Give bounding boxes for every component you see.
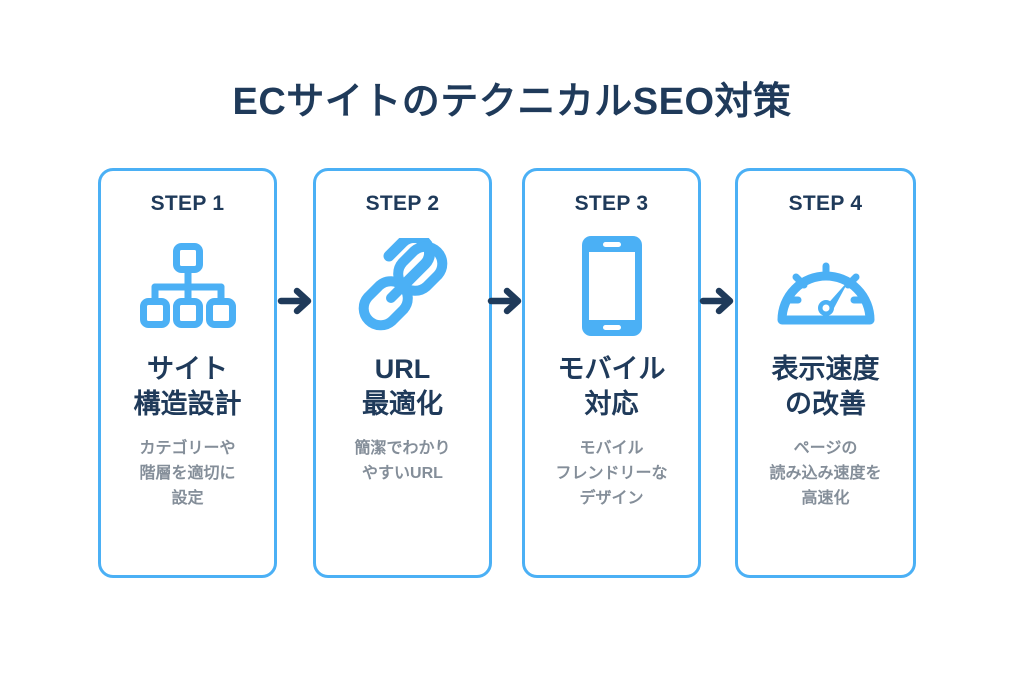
page-title: ECサイトのテクニカルSEO対策 — [232, 81, 792, 123]
step-label: STEP 1 — [150, 192, 225, 215]
steps-row: STEP 1 サイト 構造設計 カ — [98, 168, 916, 580]
step-label: STEP 3 — [574, 192, 649, 215]
step-label: STEP 2 — [365, 192, 440, 215]
step-card-2[interactable]: STEP 2 — [313, 168, 492, 578]
sitemap-icon — [138, 234, 238, 338]
speedometer-icon — [774, 234, 878, 338]
step-title: URL 最適化 — [362, 354, 443, 419]
step-title: サイト 構造設計 — [133, 354, 242, 419]
link-chain-icon — [355, 234, 451, 338]
step-description: カテゴリーや 階層を適切に 設定 — [139, 440, 236, 507]
arrow-step1-to-step2 — [277, 281, 317, 321]
arrow-step2-to-step3 — [487, 281, 527, 321]
arrow-step3-to-step4 — [699, 281, 739, 321]
step-description: ページの 読み込み速度を 高速化 — [769, 440, 882, 507]
step-label: STEP 4 — [788, 192, 863, 215]
step-title: モバイル 対応 — [557, 354, 666, 419]
step-description: モバイル フレンドリーな デザイン — [555, 440, 668, 507]
step-card-3[interactable]: STEP 3 モバイル 対応 モバイル フレンドリーな デザイン — [522, 168, 701, 578]
step-title: 表示速度 の改善 — [771, 354, 880, 419]
step-description: 簡潔でわかり やすいURL — [354, 440, 451, 482]
step-card-4[interactable]: STEP 4 — [735, 168, 916, 578]
step-card-1[interactable]: STEP 1 サイト 構造設計 カ — [98, 168, 277, 578]
smartphone-icon — [580, 234, 644, 338]
